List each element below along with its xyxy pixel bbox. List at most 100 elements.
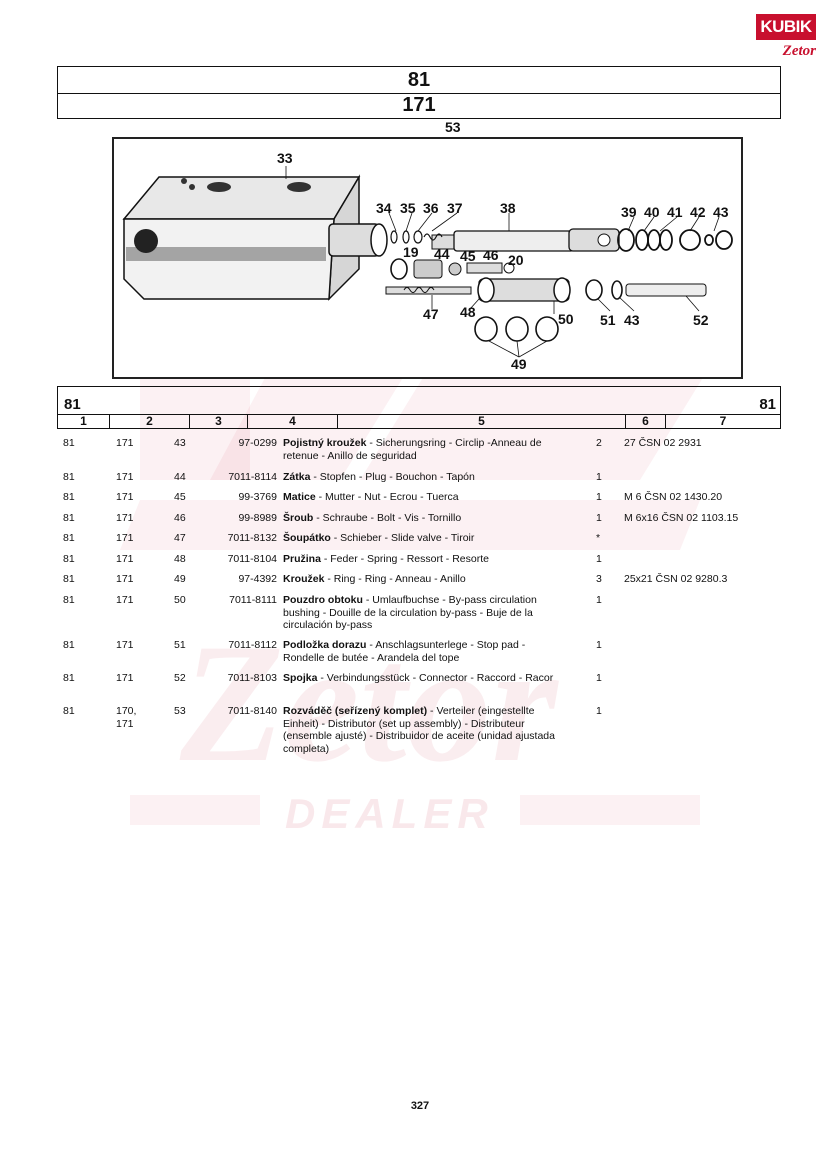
cell-group: 81 (63, 512, 75, 524)
cell-position: 44 (174, 471, 186, 483)
cell-description: Pružina - Feder - Spring - Ressort - Res… (283, 553, 568, 566)
callout-50: 50 (558, 311, 574, 327)
part-desc: - Verteiler (eingestellte Einheit) - Dis… (283, 705, 555, 755)
part-name: Zátka (283, 471, 311, 483)
callout-48: 48 (460, 304, 476, 320)
part-desc: - Schieber - Slide valve - Tiroir (330, 532, 475, 544)
part-desc: - Ring - Ring - Anneau - Anillo (324, 573, 466, 585)
part-desc: - Umlaufbuchse - By-pass circulation bus… (283, 594, 537, 631)
cell-group: 81 (63, 437, 75, 449)
exploded-parts-diagram: 33 34 35 36 37 38 39 40 41 42 43 19 44 4… (112, 137, 743, 379)
col-header-2: 2 (110, 415, 190, 428)
col-header-3: 3 (190, 415, 248, 428)
parts-table-header: 81 81 1 2 3 4 5 6 7 (57, 386, 781, 429)
cell-quantity: 1 (596, 672, 602, 684)
cell-part-number: 97-4392 (238, 573, 277, 585)
table-group-right: 81 (759, 396, 776, 413)
cell-group: 81 (63, 672, 75, 684)
cell-subgroup: 171 (116, 672, 134, 684)
part-desc: - Stopfen - Plug - Bouchon - Tapón (310, 471, 475, 483)
callout-46: 46 (483, 247, 499, 263)
part-name: Šroub (283, 512, 314, 524)
callout-37: 37 (447, 200, 463, 216)
cell-description: Matice - Mutter - Nut - Ecrou - Tuerca (283, 491, 568, 504)
cell-description: Šoupátko - Schieber - Slide valve - Tiro… (283, 532, 568, 545)
cell-subgroup: 171 (116, 553, 134, 565)
part-name: Šoupátko (283, 532, 331, 544)
svg-text:Zetor: Zetor (179, 609, 560, 797)
cell-position: 52 (174, 672, 186, 684)
callout-20: 20 (508, 252, 524, 268)
cell-quantity: 3 (596, 573, 602, 585)
cell-part-number: 7011-8114 (228, 471, 277, 483)
cell-position: 50 (174, 594, 186, 606)
callout-38: 38 (500, 200, 516, 216)
cell-group: 81 (63, 491, 75, 503)
cell-quantity: 1 (596, 491, 602, 503)
cell-quantity: 1 (596, 705, 602, 717)
cell-position: 45 (174, 491, 186, 503)
cell-part-number: 99-3769 (238, 491, 277, 503)
callout-49: 49 (511, 356, 527, 372)
diagram-svg: 33 34 35 36 37 38 39 40 41 42 43 19 44 4… (122, 150, 733, 372)
subgroup-header: 171 (57, 93, 781, 119)
part-desc: - Verbindungsstück - Connector - Raccord… (317, 672, 554, 684)
logo-zetor: Zetor (782, 43, 816, 59)
cell-description: Podložka dorazu - Anschlagsunterlege - S… (283, 639, 568, 664)
cell-description: Šroub - Schraube - Bolt - Vis - Tornillo (283, 512, 568, 525)
part-name: Matice (283, 491, 316, 503)
callout-45: 45 (460, 248, 476, 264)
col-header-6: 6 (626, 415, 666, 428)
callout-39: 39 (621, 204, 637, 220)
callout-40: 40 (644, 204, 660, 220)
cell-subgroup: 171 (116, 512, 134, 524)
cell-position: 43 (174, 437, 186, 449)
callout-47: 47 (423, 306, 439, 322)
cell-group: 81 (63, 594, 75, 606)
cell-subgroup: 171 (116, 573, 134, 585)
cell-group: 81 (63, 705, 75, 717)
part-name: Kroužek (283, 573, 325, 585)
callout-42: 42 (690, 204, 706, 220)
table-group-left: 81 (64, 396, 81, 413)
cell-description: Pojistný kroužek - Sicherungsring - Circ… (283, 437, 568, 462)
part-desc: - Mutter - Nut - Ecrou - Tuerca (315, 491, 459, 503)
cell-quantity: 1 (596, 471, 602, 483)
callout-33: 33 (277, 150, 293, 166)
callout-44: 44 (434, 246, 450, 262)
kubik-zetor-logo: KUBIK Zetor (756, 14, 816, 66)
part-name: Rozváděč (seřízený komplet) (283, 705, 428, 717)
column-headers: 1 2 3 4 5 6 7 (58, 414, 780, 428)
cell-position: 46 (174, 512, 186, 524)
cell-description: Kroužek - Ring - Ring - Anneau - Anillo (283, 573, 568, 586)
cell-group: 81 (63, 532, 75, 544)
cell-part-number: 97-0299 (238, 437, 277, 449)
part-name: Pojistný kroužek (283, 437, 367, 449)
col-header-4: 4 (248, 415, 338, 428)
cell-group: 81 (63, 553, 75, 565)
callout-19: 19 (403, 244, 419, 260)
cell-position: 49 (174, 573, 186, 585)
cell-subgroup: 171 (116, 471, 134, 483)
cell-part-number: 7011-8112 (228, 639, 277, 651)
cell-quantity: 1 (596, 594, 602, 606)
cell-quantity: 1 (596, 553, 602, 565)
cell-position: 51 (174, 639, 186, 651)
cell-subgroup: 171 (116, 594, 134, 606)
part-name: Podložka dorazu (283, 639, 367, 651)
part-name: Pouzdro obtoku (283, 594, 363, 606)
callout-34: 34 (376, 200, 392, 216)
callout-43b: 43 (624, 312, 640, 328)
cell-group: 81 (63, 573, 75, 585)
cell-description: Zátka - Stopfen - Plug - Bouchon - Tapón (283, 471, 568, 484)
cell-part-number: 7011-8104 (227, 553, 277, 565)
cell-quantity: 1 (596, 512, 602, 524)
callout-41: 41 (667, 204, 683, 220)
col-header-5: 5 (338, 415, 626, 428)
cell-quantity: 2 (596, 437, 602, 449)
cell-norm: 27 ČSN 02 2931 (624, 437, 702, 449)
cell-subgroup: 171 (116, 437, 134, 449)
cell-subgroup: 170, 171 (116, 705, 137, 730)
cell-subgroup: 171 (116, 491, 134, 503)
cell-norm: 25x21 ČSN 02 9280.3 (624, 573, 728, 585)
